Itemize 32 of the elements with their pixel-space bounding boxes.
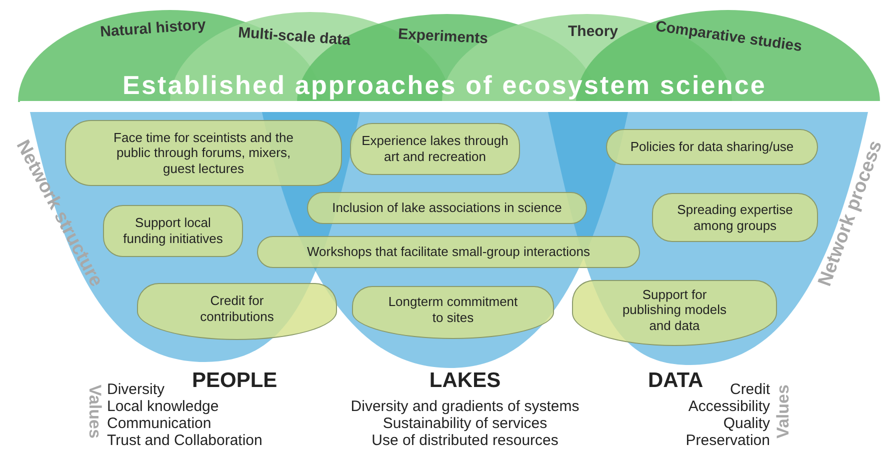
approach-label: Natural history	[100, 16, 206, 41]
value-item: Local knowledge	[107, 398, 219, 415]
activity-pill: Credit for contributions	[137, 283, 337, 340]
value-item: Communication	[107, 415, 212, 432]
activity-pill: Support local funding initiatives	[103, 205, 243, 257]
activity-pill: Policies for data sharing/use	[606, 129, 818, 165]
value-item: Use of distributed resources	[372, 432, 558, 449]
value-item: Diversity and gradients of systems	[350, 398, 580, 415]
approach-label: Comparative studies	[654, 18, 803, 56]
values-label: Values	[774, 384, 792, 438]
activity-pill: Experience lakes through art and recreation	[350, 123, 520, 175]
approach-label: Experiments	[398, 26, 488, 48]
diagram-title: Established approaches of ecosystem science	[122, 70, 768, 101]
value-item: Trust and Collaboration	[107, 432, 262, 449]
category-heading: DATA	[648, 369, 704, 393]
approach-label: Multi-scale data	[238, 24, 351, 49]
category-heading: PEOPLE	[192, 369, 278, 393]
activity-pill: Workshops that facilitate small-group interactions	[257, 236, 640, 268]
value-item: Quality	[723, 415, 770, 432]
approach-label: Theory	[568, 23, 618, 40]
category-heading: LAKES	[429, 369, 501, 393]
value-item: Sustainability of services	[382, 415, 548, 432]
values-label: Values	[86, 384, 104, 438]
value-item: Preservation	[686, 432, 770, 449]
activity-pill: Spreading expertise among groups	[652, 193, 818, 242]
activity-pill: Longterm commitment to sites	[352, 286, 554, 339]
activity-pill: Support for publishing models and data	[572, 280, 777, 346]
activity-pill: Inclusion of lake associations in science	[307, 192, 587, 224]
value-item: Diversity	[107, 381, 165, 398]
value-item: Accessibility	[688, 398, 770, 415]
activity-pill: Face time for sceintists and the public through forums, mixers, guest lectures	[65, 120, 342, 186]
value-item: Credit	[730, 381, 770, 398]
